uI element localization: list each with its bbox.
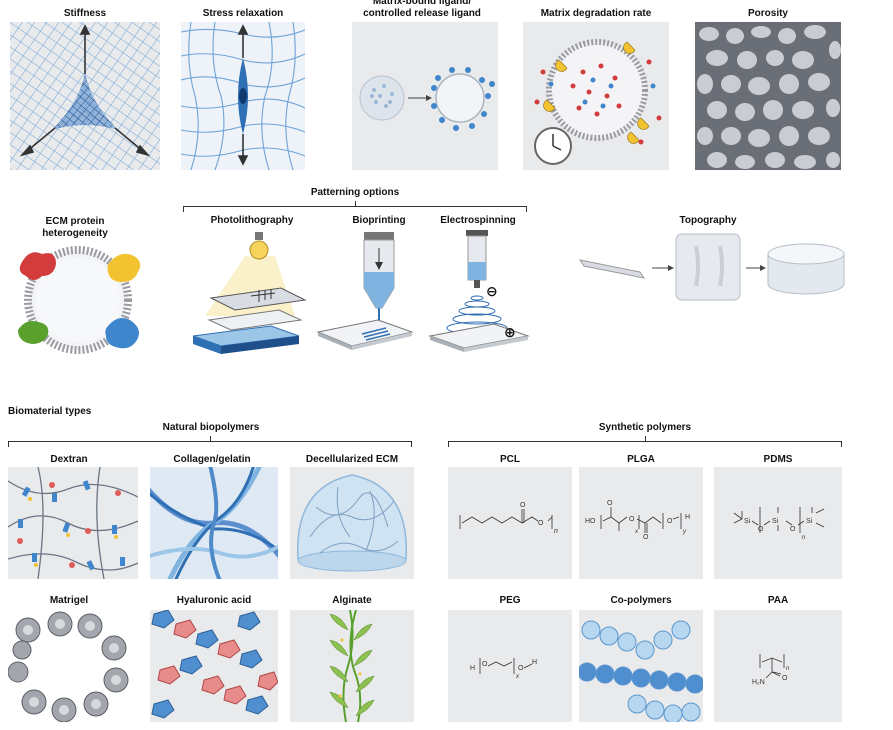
collagen-label: Collagen/gelatin: [173, 454, 251, 465]
ligand-release-illustration: [359, 67, 495, 131]
porosity-label: Porosity: [747, 8, 788, 19]
bioprinting-illustration: [314, 228, 414, 356]
plga-label: PLGA: [627, 454, 655, 465]
ligand-panel: [352, 22, 498, 170]
ecm-label-line2: heterogeneity: [42, 228, 108, 239]
alginate-label: Alginate: [332, 595, 372, 606]
bioprinting-label: Bioprinting: [352, 215, 406, 226]
photolithography-label: Photolithography: [210, 215, 294, 226]
pcl-label: PCL: [500, 454, 520, 465]
paa-h2n: H₂N: [752, 679, 765, 686]
pdms-si-3: Si: [806, 518, 813, 525]
stiffness-mesh-illustration: [10, 22, 160, 170]
plga-y: y: [682, 529, 687, 535]
decellularized-ecm-label: Decellularized ECM: [305, 454, 399, 465]
degradation-panel: [523, 22, 669, 170]
plga-panel: HO O O O O x y H: [579, 467, 703, 579]
paa-o: O: [782, 675, 788, 682]
natural-bracket: [8, 436, 412, 447]
hyaluronic-acid-panel: [150, 610, 278, 722]
synthetic-bracket: [448, 436, 842, 447]
paa-label: PAA: [767, 595, 789, 606]
electrospinning-label: Electrospinning: [440, 215, 516, 226]
plga-h: H: [685, 514, 690, 521]
paa-panel: n H₂N O: [714, 610, 842, 722]
plus-sign: ⊕: [504, 324, 516, 340]
peg-label: PEG: [499, 595, 521, 606]
decellularized-ecm-panel: [290, 467, 414, 579]
degradation-label: Matrix degradation rate: [540, 8, 652, 19]
stress-relaxation-illustration: [181, 22, 305, 170]
pdms-o-1: O: [758, 526, 764, 533]
stiffness-label: Stiffness: [63, 8, 107, 19]
pcl-oxygen-atom: O: [538, 520, 544, 527]
natural-biopolymers-title: Natural biopolymers: [162, 422, 260, 433]
peg-h-1: H: [470, 665, 475, 672]
photolithography-illustration: [185, 228, 315, 356]
degradation-illustration: [534, 39, 662, 165]
porosity-panel: [695, 22, 841, 170]
plga-oxygen-2: O: [667, 518, 673, 525]
pdms-o-2: O: [790, 526, 796, 533]
collagen-panel: [150, 467, 278, 579]
pdms-si-2: Si: [772, 518, 779, 525]
porous-scaffold-illustration: [695, 22, 841, 170]
hyaluronic-acid-label: Hyaluronic acid: [176, 595, 252, 606]
peg-x: x: [515, 674, 520, 680]
pdms-si-1: Si: [744, 518, 751, 525]
synthetic-polymers-title: Synthetic polymers: [598, 422, 692, 433]
dextran-panel: [8, 467, 138, 579]
biomaterial-types-title: Biomaterial types: [8, 406, 92, 417]
paa-n: n: [786, 666, 790, 672]
pdms-label: PDMS: [763, 454, 793, 465]
topography-illustration: [578, 232, 846, 302]
minus-sign: ⊖: [486, 283, 498, 299]
co-polymers-label: Co-polymers: [610, 595, 672, 606]
patterning-title: Patterning options: [310, 187, 400, 198]
co-polymers-panel: [579, 610, 703, 722]
plga-ho: HO: [585, 518, 596, 525]
ecm-label-line1: ECM protein: [45, 216, 105, 227]
peg-o-2: O: [518, 665, 524, 672]
stress-relaxation-label: Stress relaxation: [202, 8, 284, 19]
plga-oxygen-3: O: [643, 534, 649, 541]
electrospinning-illustration: [424, 228, 530, 356]
peg-panel: H O x O H: [448, 610, 572, 722]
pcl-carbonyl-oxygen: O: [520, 502, 526, 509]
plga-x: x: [634, 529, 639, 535]
dextran-label: Dextran: [50, 454, 88, 465]
alginate-panel: [290, 610, 414, 722]
pdms-n: n: [802, 535, 806, 541]
pcl-panel: O O n: [448, 467, 572, 579]
topography-label: Topography: [679, 215, 737, 226]
ligand-label-line1: Matrix-bound ligand/: [372, 0, 472, 7]
ligand-label-line2: controlled release ligand: [363, 8, 481, 19]
peg-o-1: O: [482, 661, 488, 668]
matrigel-label: Matrigel: [49, 595, 89, 606]
peg-h-2: H: [532, 659, 537, 666]
stiffness-panel: [10, 22, 160, 170]
patterning-bracket: [183, 201, 527, 212]
pdms-panel: Si O Si O Si n: [714, 467, 842, 579]
ecm-heterogeneity-illustration: [14, 242, 144, 357]
plga-oxygen-1: O: [629, 516, 635, 523]
pcl-n: n: [554, 528, 558, 535]
matrigel-illustration: [8, 610, 130, 722]
plga-oxygen-4: O: [607, 500, 613, 507]
stress-relaxation-panel: [181, 22, 305, 170]
